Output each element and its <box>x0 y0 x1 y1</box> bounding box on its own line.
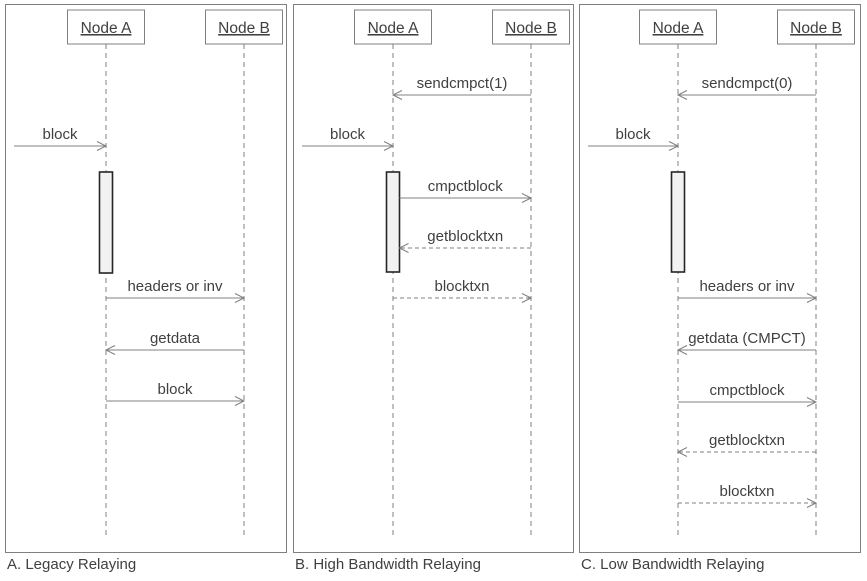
activation-bar <box>385 171 401 273</box>
message-arrowhead <box>234 293 246 303</box>
actor-label-node-b: Node B <box>218 20 270 37</box>
message-label: getdata (CMPCT) <box>688 330 806 347</box>
message-label: blocktxn <box>719 483 774 500</box>
message-arrowhead <box>391 90 403 100</box>
message-arrowhead <box>383 141 395 151</box>
panel-frame <box>5 4 287 553</box>
message-arrowhead <box>398 243 409 253</box>
message-arrowhead <box>806 397 818 407</box>
message-label: block <box>330 126 366 143</box>
activation-bar <box>98 171 114 274</box>
message-arrowhead <box>676 447 688 457</box>
panel-caption-high-bandwidth: B. High Bandwidth Relaying <box>295 556 481 573</box>
actor-label-node-b: Node B <box>790 20 842 37</box>
message-label: cmpctblock <box>709 382 785 399</box>
panel-legacy-relaying: Node A Node B block headers or inv getdata bl… <box>5 4 287 553</box>
message-label: block <box>615 126 651 143</box>
message-label: cmpctblock <box>428 178 504 195</box>
panel-caption-legacy: A. Legacy Relaying <box>7 556 137 573</box>
actor-label-node-a: Node A <box>81 20 133 37</box>
message-label: headers or inv <box>699 278 795 295</box>
activation-bar <box>670 171 686 273</box>
panel-frame <box>293 4 574 553</box>
actor-label-node-a: Node A <box>653 20 705 37</box>
actor-box-node-a <box>639 9 717 45</box>
message-arrowhead <box>676 90 688 100</box>
message-arrowhead <box>668 141 680 151</box>
panel-low-bandwidth-relaying-svg: Node A Node B sendcmpct(0) block headers or … <box>579 4 861 553</box>
panel-low-bandwidth-relaying: Node A Node B sendcmpct(0) block headers or … <box>579 4 861 553</box>
panel-caption-low-bandwidth: C. Low Bandwidth Relaying <box>581 556 765 573</box>
message-label: block <box>42 126 78 143</box>
panel-frame <box>579 4 861 553</box>
message-label: sendcmpct(1) <box>417 75 508 92</box>
panel-legacy-relaying-svg: Node A Node B block headers or inv getdata bl… <box>5 4 287 553</box>
actor-box-node-b <box>777 9 855 45</box>
message-label: getblocktxn <box>427 228 503 245</box>
message-arrowhead <box>104 345 116 355</box>
message-label: blocktxn <box>434 278 489 295</box>
panel-high-bandwidth-relaying: Node A Node B sendcmpct(1) block cmpctblock g… <box>293 4 574 553</box>
message-arrowhead <box>676 345 688 355</box>
message-arrowhead <box>806 498 818 508</box>
actor-label-node-a: Node A <box>368 20 420 37</box>
actor-box-node-b <box>205 9 283 45</box>
actor-label-node-b: Node B <box>505 20 557 37</box>
message-label: headers or inv <box>127 278 223 295</box>
message-arrowhead <box>234 396 246 406</box>
actor-box-node-a <box>67 9 145 45</box>
message-label: sendcmpct(0) <box>702 75 793 92</box>
message-arrowhead <box>521 293 533 303</box>
message-arrowhead <box>96 141 108 151</box>
message-label: getblocktxn <box>709 432 785 449</box>
panel-high-bandwidth-relaying-svg: Node A Node B sendcmpct(1) block cmpctblock g… <box>293 4 574 553</box>
actor-box-node-b <box>492 9 570 45</box>
message-arrowhead <box>806 293 818 303</box>
actor-box-node-a <box>354 9 432 45</box>
message-arrowhead <box>521 193 533 203</box>
message-label: getdata <box>150 330 201 347</box>
message-label: block <box>157 381 193 398</box>
